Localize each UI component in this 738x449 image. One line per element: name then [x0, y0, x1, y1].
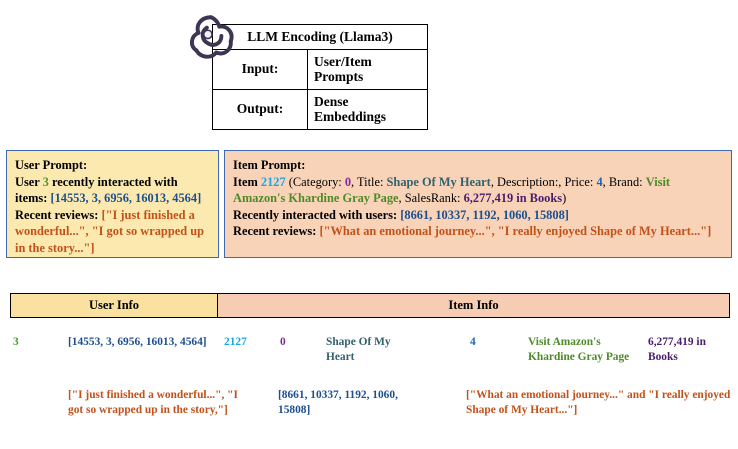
item-prompt-reviews-line: Recent reviews: ["What an emotional jour…	[233, 223, 724, 240]
user-info-header: User Info	[10, 293, 218, 318]
close-paren: )	[562, 191, 567, 206]
item-prompt-users-line: Recently interacted with users: [8661, 1…	[233, 207, 724, 224]
field-title: Shape Of My Heart	[326, 336, 391, 363]
field-item-id: 2127	[224, 336, 247, 348]
item-prompt-attributes-line: Item 2127 (Category: 0, Title: Shape Of …	[233, 174, 724, 207]
brand-label: , Brand:	[602, 174, 646, 189]
items-value: [14553, 3, 6956, 16013, 4564]	[50, 191, 202, 206]
user-word: User	[15, 174, 43, 189]
user-prompt-heading: User Prompt:	[15, 158, 88, 172]
table-row: Output: Dense Embeddings	[212, 88, 428, 130]
llm-input-value: User/Item Prompts	[307, 48, 428, 90]
field-user-items: [14553, 3, 6956, 16013, 4564]	[68, 336, 207, 348]
category-label: (Category:	[285, 174, 345, 189]
user-id-token: 3	[42, 174, 49, 189]
user-reviews-value: ["I just finished a wonderful...", "I go…	[15, 207, 204, 256]
llm-input-key: Input:	[212, 48, 308, 90]
item-word: Item	[233, 174, 261, 189]
desc-price-label: , Description:, Price:	[490, 174, 597, 189]
brand-token: Visit Amazon's Khardine Gray Page	[233, 174, 671, 206]
item-prompt-heading: Item Prompt:	[233, 158, 306, 172]
category-token: 0	[344, 174, 352, 189]
field-brand: Visit Amazon's Khardine Gray Page	[528, 336, 630, 363]
item-users-label: Recently interacted with users:	[233, 207, 398, 222]
table-row: Input: User/Item Prompts	[212, 48, 428, 90]
llm-table-title: LLM Encoding (Llama3)	[212, 24, 428, 50]
item-reviews-label: Recent reviews:	[233, 224, 317, 239]
price-token: 4	[596, 174, 603, 189]
llm-encoding-block: LLM Encoding (Llama3) Input: User/Item P…	[190, 15, 428, 130]
item-reviews-value: ["What an emotional journey...", "I real…	[319, 224, 712, 239]
item-id-token: 2127	[260, 174, 286, 189]
info-header-bar: User Info Item Info	[10, 293, 730, 318]
llm-output-value: Dense Embeddings	[307, 88, 428, 130]
field-salesrank: 6,277,419 in Books	[648, 336, 706, 363]
user-prompt-interaction-line: User 3 recently interacted with	[15, 174, 211, 191]
salesrank-label: , SalesRank:	[398, 191, 464, 206]
field-item-users: [8661, 10337, 1192, 1060, 15808]	[278, 389, 398, 416]
field-category: 0	[280, 336, 286, 348]
llm-output-key: Output:	[212, 88, 308, 130]
user-prompt-items-line: items: [14553, 3, 6956, 16013, 4564]	[15, 190, 211, 207]
salesrank-token: 6,277,419 in Books	[463, 191, 563, 206]
llm-encoding-table: LLM Encoding (Llama3) Input: User/Item P…	[212, 24, 428, 130]
user-prompt-box: User Prompt: User 3 recently interacted …	[6, 150, 219, 258]
field-item-reviews: ["What an emotional journey..." and "I r…	[466, 389, 731, 416]
openai-style-knot-logo	[185, 11, 237, 63]
field-user-id: 3	[13, 336, 19, 348]
user-line-suffix: recently interacted with	[48, 174, 178, 189]
title-token: Shape Of My Heart	[386, 174, 491, 189]
items-label: items:	[15, 191, 48, 206]
item-prompt-box: Item Prompt: Item 2127 (Category: 0, Tit…	[224, 150, 732, 258]
item-info-header: Item Info	[218, 293, 730, 318]
field-user-reviews: ["I just finished a wonderful...", "I go…	[68, 389, 238, 416]
user-reviews-label: Recent reviews:	[15, 207, 99, 222]
title-label: , Title:	[351, 174, 387, 189]
item-users-value: [8661, 10337, 1192, 1060, 15808]	[400, 207, 569, 222]
user-prompt-reviews-line: Recent reviews: ["I just finished a wond…	[15, 207, 211, 257]
llm-table-title-row: LLM Encoding (Llama3)	[212, 24, 428, 50]
field-price: 4	[470, 336, 476, 348]
